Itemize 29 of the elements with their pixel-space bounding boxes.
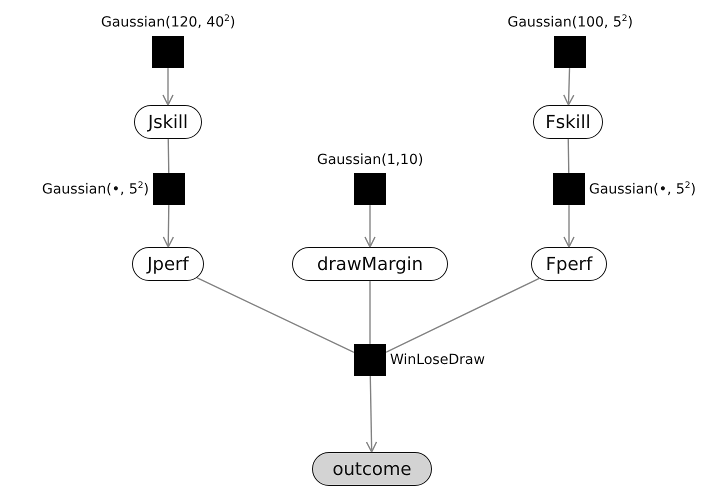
variable-node: drawMargin	[292, 247, 448, 281]
observed-variable-node: outcome	[312, 452, 432, 486]
factor-label: Gaussian(•, 5$^{2}$)	[589, 182, 696, 196]
arrow	[563, 68, 574, 106]
arrow	[563, 205, 575, 248]
factor-square	[152, 36, 184, 68]
factor-label: Gaussian(•, 5$^{2}$)	[42, 182, 149, 196]
factor-square	[354, 344, 386, 376]
variable-node: Jskill	[134, 105, 202, 139]
arrow	[366, 376, 378, 453]
connector-line	[369, 281, 371, 344]
factor-square	[554, 36, 586, 68]
factor-label: Gaussian(100, 5$^{2}$)	[508, 15, 633, 30]
factor-label: Gaussian(120, 40$^{2}$)	[101, 15, 236, 30]
connector-line	[196, 277, 354, 354]
factor-square	[553, 173, 585, 205]
connector-line	[568, 139, 570, 173]
variable-node: Fperf	[531, 247, 607, 281]
variable-node: Jperf	[132, 247, 204, 281]
variable-node: Fskill	[533, 105, 603, 139]
arrow	[162, 205, 174, 248]
connector-line	[168, 139, 170, 173]
factor-label: Gaussian(1,10)	[317, 153, 424, 167]
factor-square	[153, 173, 185, 205]
arrow	[364, 205, 376, 248]
arrow	[162, 68, 174, 106]
connector-line	[386, 278, 540, 353]
factor-label: WinLoseDraw	[390, 353, 485, 367]
factor-square	[354, 173, 386, 205]
